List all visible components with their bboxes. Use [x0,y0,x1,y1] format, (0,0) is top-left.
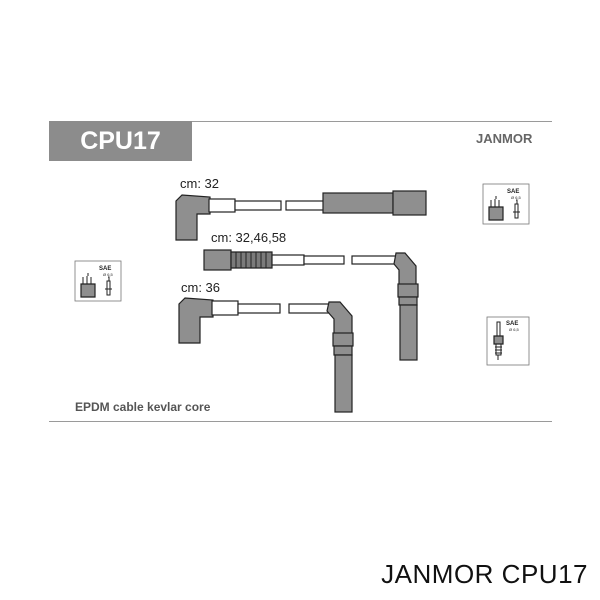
product-caption: JANMOR CPU17 [381,559,588,589]
plug-boot-body-3 [334,354,353,413]
wire-length-label-2: cm: 32,46,58 [211,230,287,245]
cable-segment-3a [237,303,281,314]
cable-segment-2b [351,255,397,265]
boot-collar-2b [398,296,418,306]
boot-sleeve-1 [208,198,236,213]
svg-text:SAE: SAE [507,189,519,195]
cable-segment-1a [234,200,282,211]
boot-collar-3b [333,345,353,356]
part-code-label: CPU17 [49,121,192,161]
top-divider [49,121,552,122]
straight-connector-1b [392,190,427,216]
wire-length-label-1: cm: 32 [180,176,220,191]
brand-label: JANMOR [476,131,533,146]
boot-collar-2a [397,283,419,298]
boot-sleeve-2 [271,254,305,266]
straight-boot-2 [203,249,232,271]
ignition-wire-1 [175,190,427,241]
cable-spec-note: EPDM cable kevlar core [75,400,211,414]
cable-segment-3b [288,303,330,314]
spark-plug-icon: SAE Ø 6,5 [486,316,530,366]
angled-boot-1 [175,194,211,241]
angled-boot-3 [178,297,214,344]
plug-boot-body-2 [399,304,418,361]
svg-text:SAE: SAE [506,321,518,327]
distributor-cap-icon-right: SAE Ø 6,5 [482,183,530,225]
svg-text:Ø 6,5: Ø 6,5 [511,195,522,200]
angled-boot-3b [326,301,353,335]
svg-text:Ø 6,5: Ø 6,5 [509,327,520,332]
boot-collar-3a [332,332,354,347]
straight-connector-1a [322,192,394,214]
svg-text:SAE: SAE [99,266,111,272]
distributor-cap-icon-left: SAE Ø 6,5 [74,260,122,302]
ignition-wire-2 [203,249,419,361]
bottom-divider [49,421,552,422]
cable-segment-1b [285,200,325,211]
svg-text:Ø 6,5: Ø 6,5 [103,272,114,277]
cable-segment-2a [303,255,345,265]
boot-sleeve-3 [211,300,239,316]
ignition-wire-3 [178,297,354,413]
wire-length-label-3: cm: 36 [181,280,221,295]
rib-lines-2 [235,252,267,268]
angled-boot-2 [393,252,417,286]
